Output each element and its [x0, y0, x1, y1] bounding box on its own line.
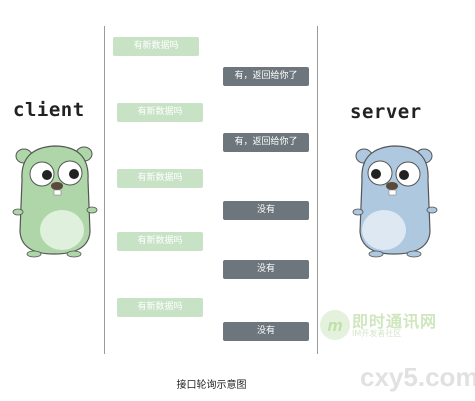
response-bubble: 有，返回给你了: [223, 67, 309, 86]
watermark-sub: IM开发者社区: [352, 329, 402, 338]
watermark-brand: 即时通讯网: [352, 312, 438, 331]
request-bubble: 有新数据吗: [117, 298, 203, 317]
client-gopher-icon: [12, 145, 98, 258]
server-timeline: [317, 26, 318, 354]
client-timeline: [104, 26, 105, 354]
request-bubble: 有新数据吗: [117, 232, 203, 251]
watermark-logo-icon: m: [320, 310, 350, 340]
server-label: server: [350, 101, 422, 123]
request-bubble: 有新数据吗: [117, 103, 203, 122]
svg-text:m: m: [327, 316, 342, 335]
response-bubble: 没有: [223, 260, 309, 279]
request-bubble: 有新数据吗: [113, 37, 199, 56]
watermark-domain: cxy5.com: [360, 362, 475, 392]
response-bubble: 没有: [223, 201, 309, 220]
request-bubble: 有新数据吗: [117, 169, 203, 188]
server-gopher-icon: [352, 145, 438, 258]
response-bubble: 有，返回给你了: [223, 133, 309, 152]
client-label: client: [13, 99, 85, 121]
response-bubble: 没有: [223, 322, 309, 341]
diagram-caption: 接口轮询示意图: [176, 380, 247, 391]
